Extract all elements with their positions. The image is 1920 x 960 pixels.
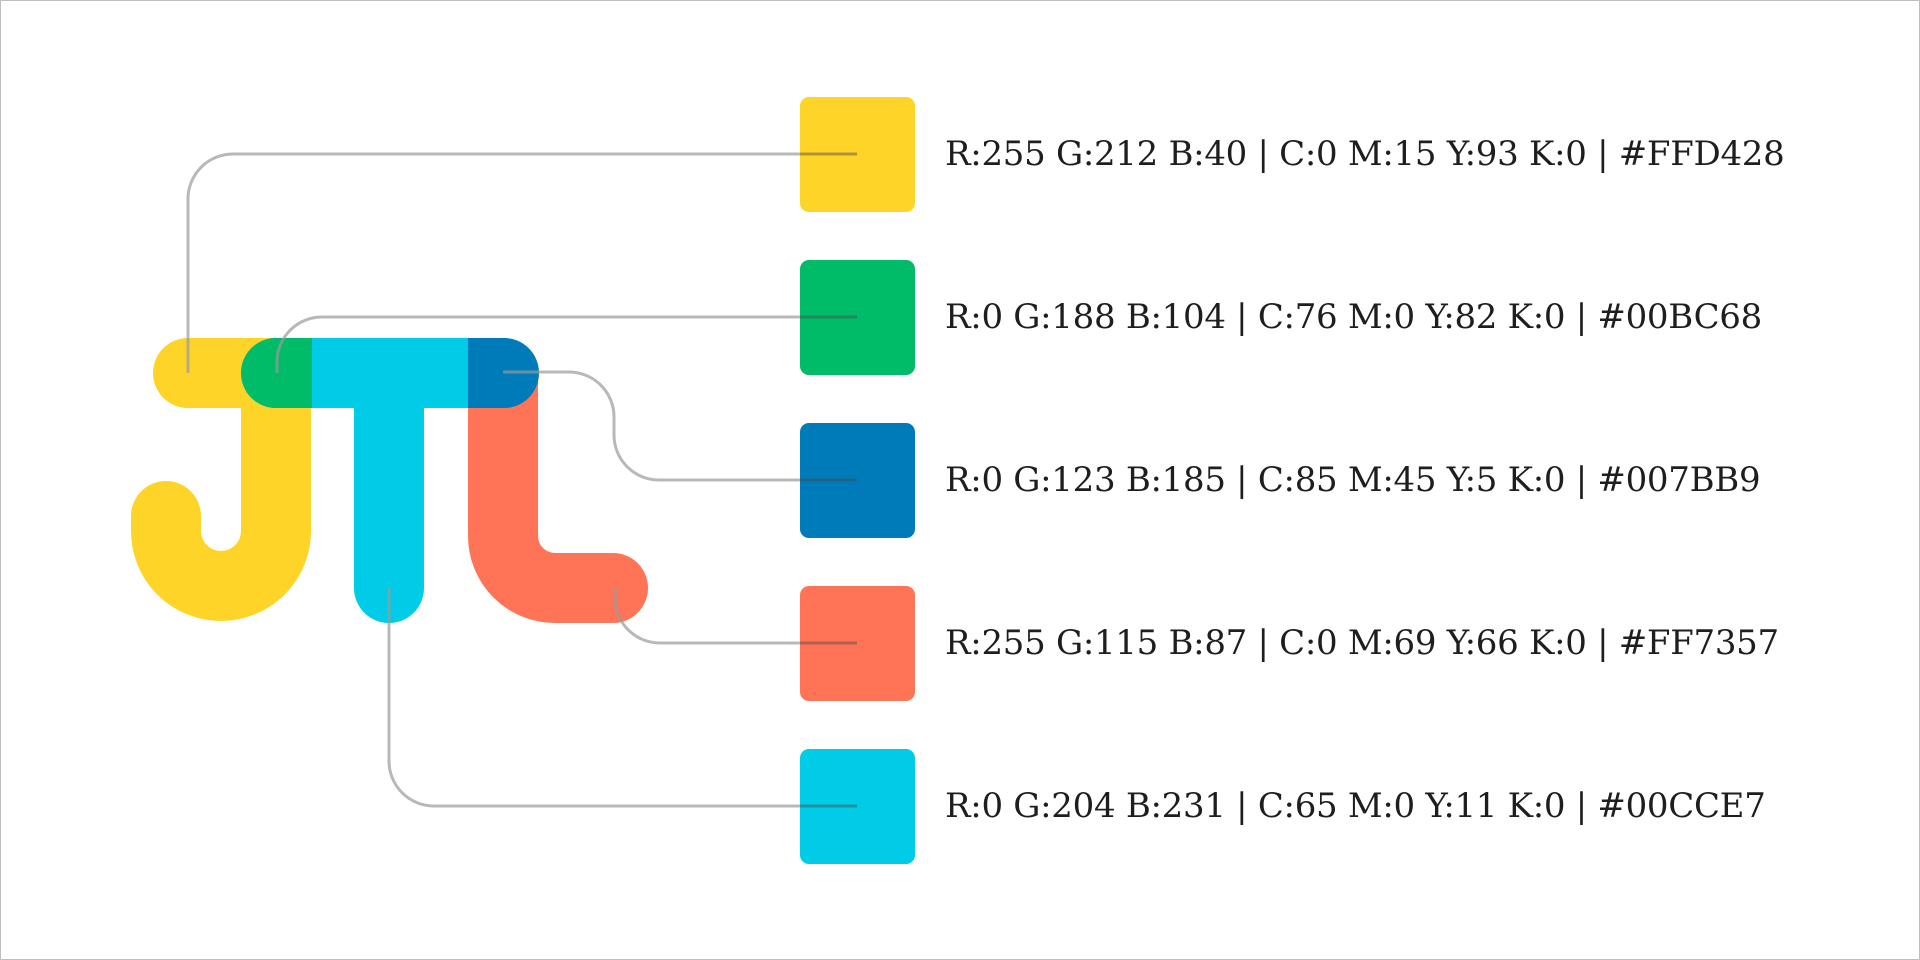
spec-coral: R:255 G:115 B:87 | C:0 M:69 Y:66 K:0 | #… (945, 623, 1779, 663)
logo-letter-j (131, 338, 311, 621)
palette-row-blue: R:0 G:123 B:185 | C:85 M:45 Y:5 K:0 | #0… (800, 422, 1761, 538)
swatch-blue (800, 422, 915, 538)
jtl-logo (131, 338, 648, 623)
spec-blue: R:0 G:123 B:185 | C:85 M:45 Y:5 K:0 | #0… (945, 460, 1761, 500)
swatch-yellow (800, 96, 915, 212)
connector-green (275, 315, 857, 373)
connector-lines (186, 152, 857, 808)
logo-overlap-blue-fill (468, 338, 503, 408)
connector-yellow (186, 152, 857, 373)
swatch-coral (800, 585, 915, 701)
spec-yellow: R:255 G:212 B:40 | C:0 M:15 Y:93 K:0 | #… (945, 134, 1785, 174)
connector-cyan (387, 588, 857, 808)
palette-row-cyan: R:0 G:204 B:231 | C:65 M:0 Y:11 K:0 | #0… (800, 748, 1766, 864)
logo-letter-l (468, 338, 648, 623)
swatch-cyan (800, 748, 915, 864)
connector-blue (503, 370, 857, 482)
palette-row-coral: R:255 G:115 B:87 | C:0 M:69 Y:66 K:0 | #… (800, 585, 1779, 701)
swatch-green (800, 259, 915, 375)
spec-green: R:0 G:188 B:104 | C:76 M:0 Y:82 K:0 | #0… (945, 297, 1762, 337)
spec-cyan: R:0 G:204 B:231 | C:65 M:0 Y:11 K:0 | #0… (945, 786, 1766, 826)
connector-coral (613, 588, 857, 645)
logo-overlap-green-fill (276, 338, 312, 408)
palette-row-yellow: R:255 G:212 B:40 | C:0 M:15 Y:93 K:0 | #… (800, 96, 1785, 212)
palette-row-green: R:0 G:188 B:104 | C:76 M:0 Y:82 K:0 | #0… (800, 259, 1762, 375)
